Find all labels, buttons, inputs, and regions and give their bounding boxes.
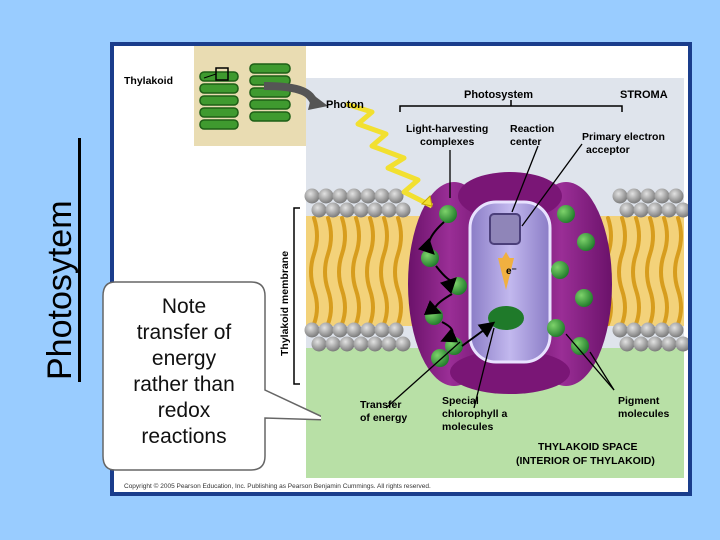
label-transfer-of-energy: Transfer of energy: [360, 399, 407, 424]
label-photosystem: Photosystem: [464, 89, 533, 101]
slide-title: Photosytem: [40, 140, 80, 380]
lipid-head: [613, 323, 628, 338]
callout-line: energy: [116, 346, 252, 372]
lipid-head: [368, 203, 383, 218]
lipid-head: [361, 323, 376, 338]
lipid-head: [326, 203, 341, 218]
lipid-head: [382, 203, 397, 218]
lipid-head: [354, 203, 369, 218]
lipid-head: [655, 323, 670, 338]
label-thylakoid: Thylakoid: [124, 75, 173, 87]
lipid-head: [375, 189, 390, 204]
lipid-head: [389, 189, 404, 204]
callout-line: Note: [116, 294, 252, 320]
lipid-head: [333, 323, 348, 338]
callout-line: reactions: [116, 424, 252, 450]
lipid-head: [396, 337, 411, 352]
lipid-head: [620, 203, 635, 218]
title-divider: [78, 138, 81, 382]
lipid-head: [648, 337, 663, 352]
callout-line: redox: [116, 398, 252, 424]
lipid-head: [620, 337, 635, 352]
lipid-head: [326, 337, 341, 352]
lipid-head: [641, 323, 656, 338]
label-stroma: STROMA: [620, 89, 668, 101]
lipid-head: [382, 337, 397, 352]
lipid-head: [389, 323, 404, 338]
electron-label: e⁻: [506, 266, 517, 277]
lipid-head: [641, 189, 656, 204]
lipid-head: [340, 337, 355, 352]
copyright-text: Copyright © 2005 Pearson Education, Inc.…: [124, 482, 431, 490]
special-chlorophyll-pair: [488, 306, 524, 330]
lipid-head: [312, 203, 327, 218]
lipid-head: [375, 323, 390, 338]
lipid-head: [305, 189, 320, 204]
label-photon: Photon: [326, 99, 364, 111]
lipid-head: [319, 189, 334, 204]
callout-line: rather than: [116, 372, 252, 398]
lipid-head: [662, 337, 677, 352]
lipid-head: [669, 323, 684, 338]
lipid-head: [627, 323, 642, 338]
lipid-head: [613, 189, 628, 204]
lipid-head: [634, 337, 649, 352]
lipid-head: [396, 203, 411, 218]
primary-electron-acceptor: [490, 214, 520, 244]
lipid-head: [627, 189, 642, 204]
lipid-head: [340, 203, 355, 218]
lipid-head: [354, 337, 369, 352]
lipid-head: [347, 323, 362, 338]
lipid-head: [634, 203, 649, 218]
lipid-head: [648, 203, 663, 218]
lipid-head: [669, 189, 684, 204]
lipid-head: [347, 189, 362, 204]
callout-line: transfer of: [116, 320, 252, 346]
label-pigment-molecules: Pigment molecules: [618, 395, 670, 420]
lipid-head: [662, 203, 677, 218]
lipid-head: [333, 189, 348, 204]
lipid-head: [361, 189, 376, 204]
lipid-head: [368, 337, 383, 352]
lipid-head: [655, 189, 670, 204]
callout-text: Note transfer of energy rather than redo…: [116, 294, 252, 450]
